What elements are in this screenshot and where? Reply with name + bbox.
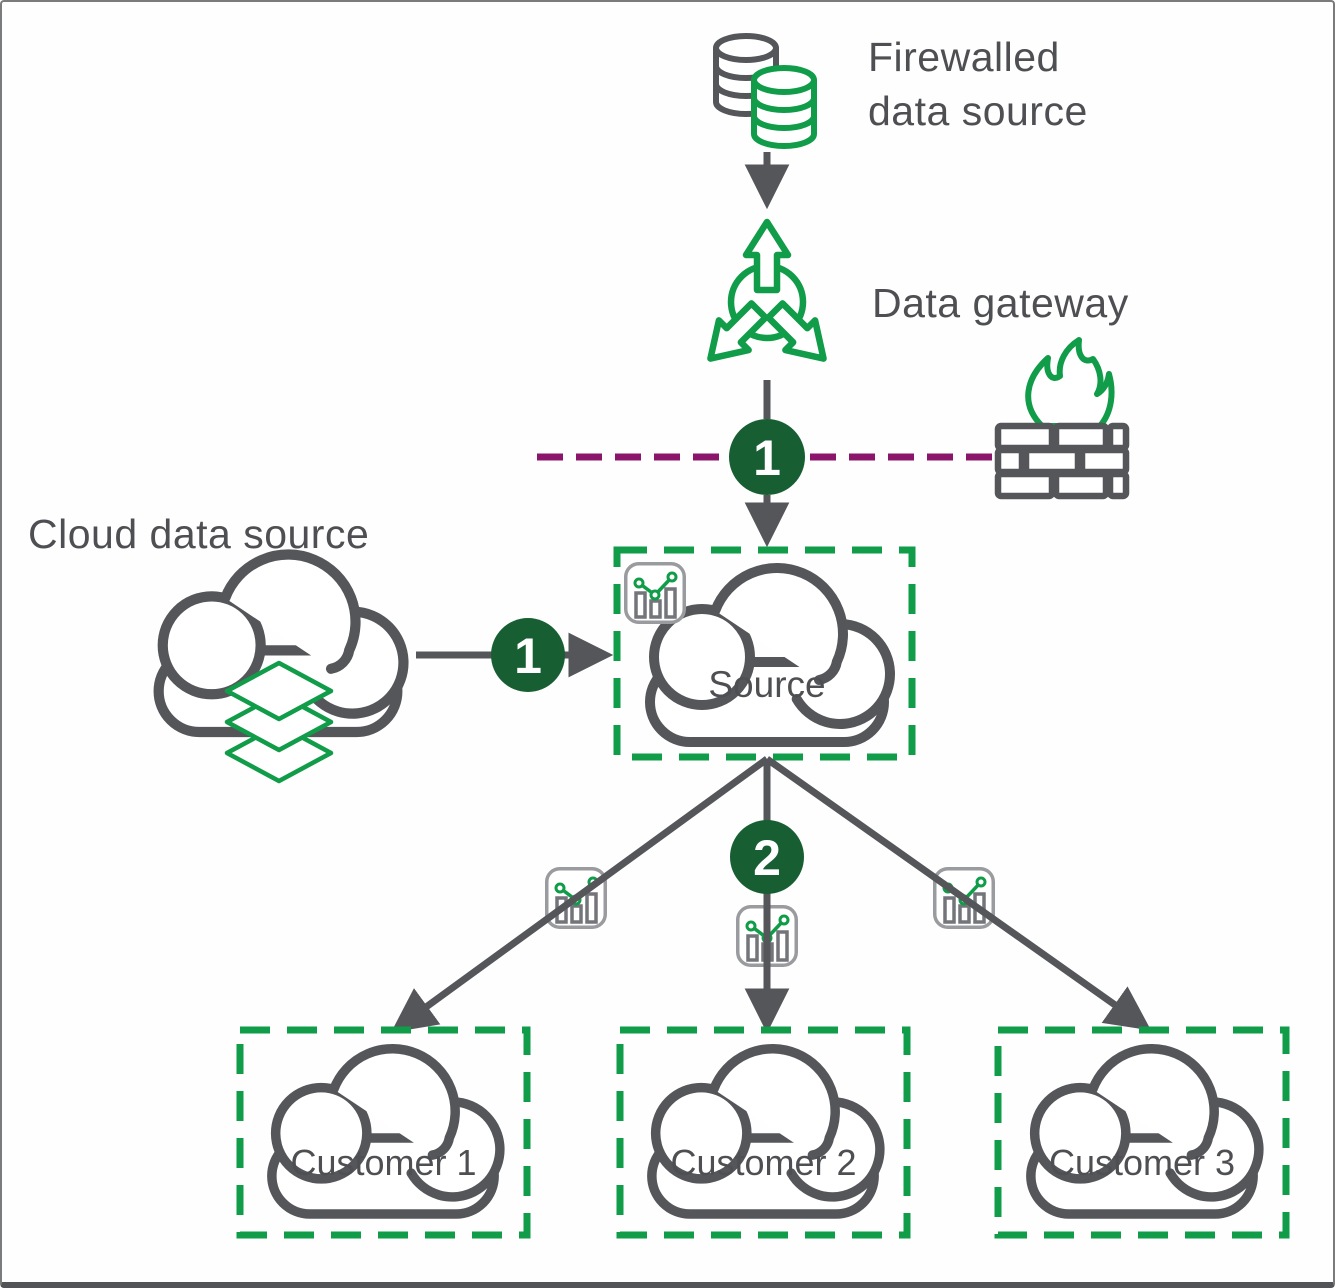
cloud-layers-icon: [159, 555, 404, 784]
arrow-source-to-customer3: [764, 756, 1152, 1031]
database-green-cylinder: [751, 65, 817, 149]
gateway-icon: [707, 218, 827, 362]
step-1-gateway-badge-number: 1: [753, 430, 781, 486]
step-1-gateway-badge: 1: [729, 419, 805, 495]
source-label: Source: [708, 664, 826, 705]
step-1-cloud-badge: 1: [491, 618, 565, 692]
customer-3-cloud-icon: [1031, 1049, 1259, 1214]
brick-wall: [994, 422, 1130, 500]
source-box: [613, 546, 916, 761]
customer-2-label: Customer 2: [670, 1142, 857, 1183]
customer-3-label: Customer 3: [1048, 1142, 1236, 1183]
customer-1-box: [236, 1026, 531, 1239]
data-gateway-label: Data gateway: [872, 280, 1129, 326]
cloud-data-source-label: Cloud data source: [28, 511, 370, 557]
step-2-badge: 2: [730, 820, 804, 894]
customer-2-cloud-icon: [652, 1049, 880, 1214]
customer-3-box: [994, 1026, 1290, 1239]
customer-1-label: Customer 1: [290, 1142, 477, 1183]
customer-2-box: [616, 1026, 911, 1239]
step-1-cloud-badge-number: 1: [514, 628, 542, 684]
step-2-badge-number: 2: [753, 830, 781, 886]
database-stack-icon: [713, 33, 817, 149]
arrow-source-to-customer1: [390, 756, 770, 1033]
firewall-icon: [994, 337, 1130, 500]
firewalled-data-source-label: Firewalled data source: [868, 34, 1088, 134]
analytics-chart-icon-source: [624, 562, 686, 624]
customer-1-cloud-icon: [272, 1049, 500, 1214]
